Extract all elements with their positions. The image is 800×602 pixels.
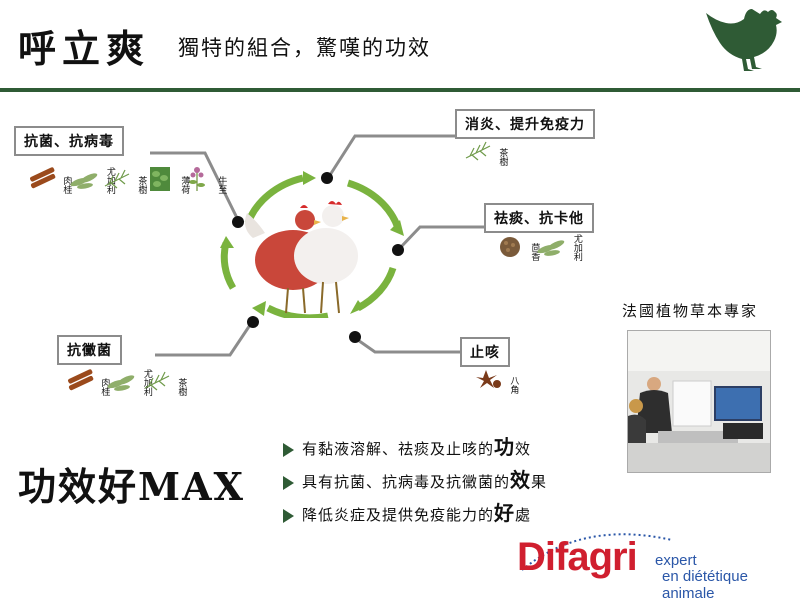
- chicken-illustration: [245, 201, 358, 314]
- callout-cough: 止咳: [460, 337, 510, 367]
- eucalyptus-icon: [537, 240, 565, 256]
- herb-fennel: 茴香: [488, 233, 545, 265]
- herb-star-anise: 八角: [467, 366, 524, 398]
- bullet-item: 降低炎症及提供免疫能力的好處: [283, 497, 531, 526]
- herb-tea-tree-2: 茶樹: [456, 138, 513, 170]
- cycle-diagram: [220, 171, 404, 318]
- herb-cinnamon-2: 肉桂: [58, 368, 115, 400]
- herb-eucalyptus-3: 尤加利: [95, 368, 163, 400]
- herb-tea-tree-3: 茶樹: [135, 368, 192, 400]
- eucalyptus-icon: [107, 375, 135, 391]
- oregano-icon: [188, 167, 205, 191]
- brand-logo: Difagri: [517, 535, 638, 579]
- tea-tree-icon: [465, 141, 490, 161]
- callout-antifungal: 抗黴菌: [57, 335, 122, 365]
- expert-label: 法國植物草本專家: [622, 302, 759, 320]
- brand-tagline: en diététique animale: [662, 568, 748, 602]
- herb-cinnamon: 肉桂: [20, 166, 77, 198]
- bullet-item: 有黏液溶解、祛痰及止咳的功效: [283, 431, 531, 460]
- callout-expectorant: 祛痰、抗卡他: [484, 203, 594, 233]
- effect-headline: 功效好MAX: [18, 464, 246, 509]
- header-divider: [0, 88, 800, 92]
- herb-tea-tree: 茶樹: [95, 166, 152, 198]
- herb-oregano: 牛至: [175, 166, 232, 198]
- tea-tree-icon: [144, 371, 169, 391]
- cinnamon-icon: [29, 167, 55, 189]
- bullet-item: 具有抗菌、抗病毒及抗黴菌的效果: [283, 464, 547, 493]
- triangle-bullet-icon: [283, 476, 294, 490]
- callout-antibacterial: 抗菌、抗病毒: [14, 126, 124, 156]
- tea-tree-icon: [104, 169, 129, 189]
- star-anise-icon: [475, 370, 501, 388]
- triangle-bullet-icon: [283, 509, 294, 523]
- hen-silhouette-icon: [706, 9, 782, 71]
- expert-photo: [627, 330, 771, 473]
- triangle-bullet-icon: [283, 443, 294, 457]
- eucalyptus-icon: [70, 173, 98, 189]
- brand-tagline: expert: [655, 552, 697, 569]
- fennel-seed-icon: [499, 237, 520, 257]
- mint-icon: [149, 167, 170, 191]
- herb-eucalyptus-2: 尤加利: [525, 233, 593, 265]
- herb-mint: 薄荷: [138, 166, 195, 198]
- expert-photo-image: [628, 331, 770, 472]
- brand-logo-arc: [521, 533, 673, 571]
- page-subtitle: 獨特的組合，驚嘆的功效: [178, 36, 431, 60]
- page-title: 呼立爽: [18, 26, 151, 71]
- cinnamon-icon: [67, 369, 93, 391]
- callout-anti-inflammatory: 消炎、提升免疫力: [455, 109, 595, 139]
